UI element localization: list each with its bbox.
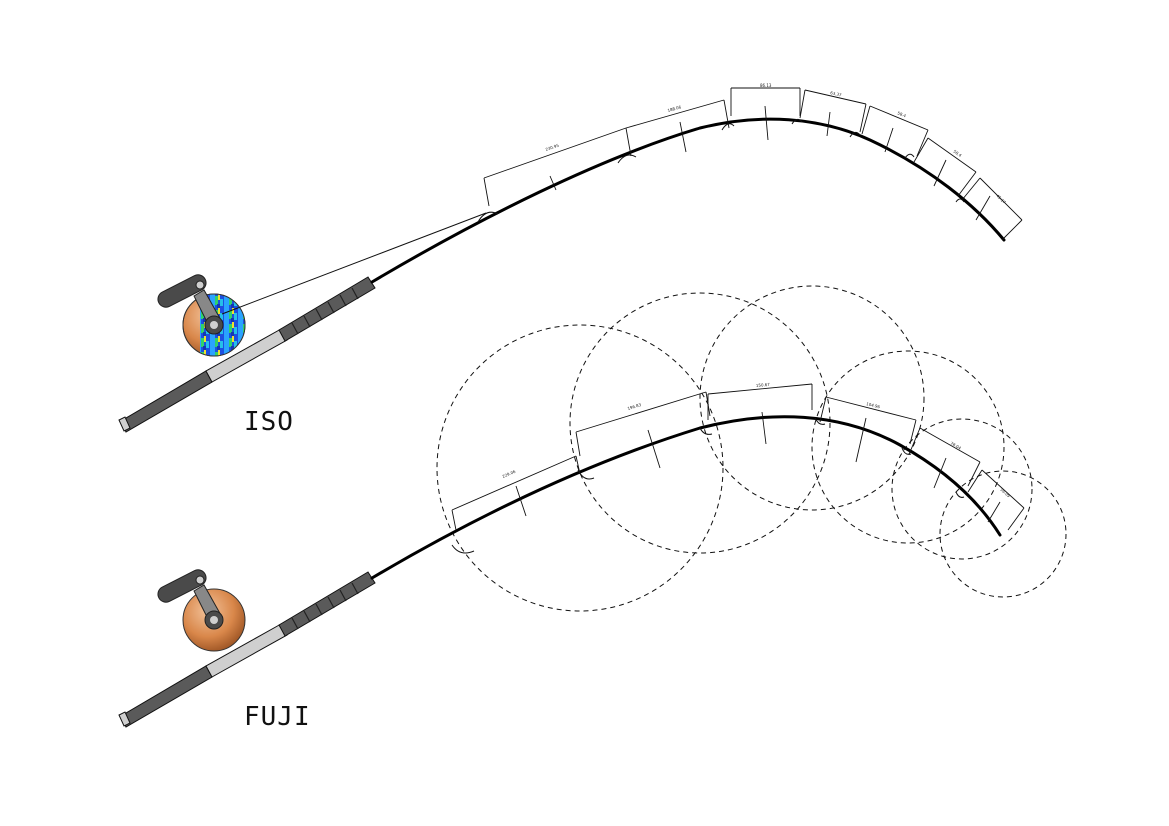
fuji-fore-grip [278,571,376,637]
fuji-rod-assembly: 229.06 196.83 150.67 104.96 78.04 56.09 … [118,285,1067,732]
fuji-guide-2 [577,469,595,480]
fuji-dimension-lines [451,383,1025,531]
iso-dim-4: 63.37 [830,90,843,98]
fuji-dim-2: 196.83 [627,402,642,411]
fuji-dim-1: 229.06 [501,469,516,479]
fuji-guide-5 [901,447,912,455]
fuji-dim-3: 150.67 [756,382,771,388]
fuji-circle-6 [939,470,1067,598]
iso-dim-7: 45.17 [995,193,1007,205]
iso-reel-crank [157,274,207,308]
iso-fore-grip [278,276,376,342]
fuji-circle-4 [811,350,1005,544]
fuji-dim-6: 56.09 [999,487,1011,499]
fuji-circle-1 [436,324,724,612]
iso-fishing-line [221,212,487,315]
iso-dim-6: 58.4 [952,149,963,158]
fuji-circle-5 [891,418,1033,560]
fuji-fore-grip-wraps [291,582,359,630]
iso-dim-5: 58.4 [897,110,908,118]
fuji-guide-4 [814,417,826,425]
iso-dim-3: 86.13 [760,83,772,88]
fuji-guide-1 [451,544,475,554]
iso-butt-cap [118,416,131,432]
fuji-butt-grip [120,665,213,728]
fuji-dim-4: 104.96 [866,401,881,409]
fuji-label: FUJI [244,702,311,732]
fuji-dimension-ticks [515,411,1001,523]
fuji-guide-circles [436,285,1067,612]
fuji-rod-blank [370,415,1002,580]
fuji-handle [118,571,376,728]
iso-fore-grip-wraps [291,287,359,335]
iso-dimension-ticks [549,105,991,221]
fuji-guide-6 [955,491,965,498]
iso-guide-4 [791,118,803,125]
fuji-reel-crank [157,569,207,603]
iso-dim-1: 230.95 [545,143,560,152]
iso-butt-grip [120,370,213,433]
iso-rod-blank [370,117,1006,284]
iso-rod-assembly: 230.95 188.06 86.13 63.37 58.4 58.4 45.1… [118,83,1023,437]
iso-handle [118,276,376,433]
fuji-reel [157,569,246,652]
iso-label: ISO [244,407,294,437]
iso-dimension-labels: 230.95 188.06 86.13 63.37 58.4 58.4 45.1… [545,83,1008,205]
fuji-guide-3 [699,427,713,435]
fuji-butt-cap [118,711,131,727]
iso-guide-6 [904,153,915,159]
fuji-circle-3 [699,285,925,511]
iso-guide-1 [477,211,499,223]
iso-guide-7 [955,198,965,203]
fuji-circle-2 [569,292,831,554]
iso-guide-2 [617,154,637,164]
fuji-guides [451,417,965,554]
iso-guide-5 [849,131,861,138]
iso-reel [157,274,246,357]
fuji-dim-5: 78.04 [950,441,963,451]
iso-dim-2: 188.06 [667,104,682,113]
fuji-dimension-labels: 229.06 196.83 150.67 104.96 78.04 56.09 [501,382,1011,499]
iso-dimension-lines [483,87,1023,241]
